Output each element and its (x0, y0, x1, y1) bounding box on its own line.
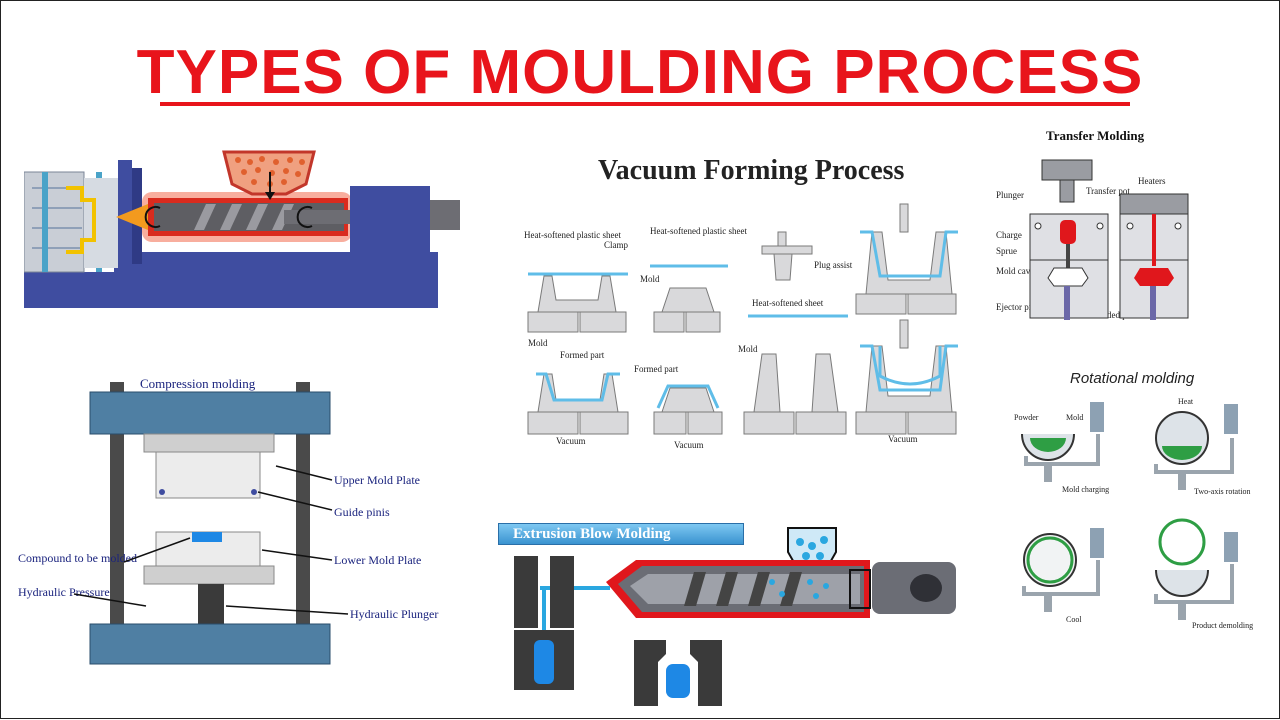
page-title: TYPES OF MOULDING PROCESS (136, 38, 1144, 107)
rotational-molding-diagram: Powder Mold Mold charging Heat Two-axis … (1014, 397, 1253, 630)
injection-molding-diagram (24, 150, 460, 308)
tm-label-sprue: Sprue (996, 246, 1017, 256)
extrusion-blow-molding-banner: Extrusion Blow Molding (498, 523, 744, 545)
vf-label-sheet-3: Heat-softened sheet (752, 298, 824, 308)
vf-label-plug-assist: Plug assist (814, 260, 853, 270)
cm-label-lower-mold-plate: Lower Mold Plate (334, 553, 421, 567)
tm-label-heaters: Heaters (1138, 176, 1166, 186)
tm-label-charge: Charge (996, 230, 1022, 240)
vf-label-clamp: Clamp (604, 240, 628, 250)
vf-label-vacuum-3: Vacuum (888, 434, 918, 444)
vf-label-mold-2: Mold (528, 338, 548, 348)
cm-label-compound: Compound to be molded (18, 551, 137, 565)
rotational-molding-title: Rotational molding (1070, 370, 1195, 387)
rm-label-powder: Powder (1014, 413, 1039, 422)
transfer-molding-title: Transfer Molding (1046, 128, 1145, 143)
tm-label-molded-part: Molded part (1092, 310, 1137, 320)
cm-label-upper-mold-plate: Upper Mold Plate (334, 473, 420, 487)
rm-label-cool: Cool (1066, 615, 1082, 624)
extrusion-blow-molding-title: Extrusion Blow Molding (513, 526, 671, 542)
compression-molding-title: Compression molding (140, 376, 256, 391)
vf-label-formed-part-2: Formed part (634, 364, 679, 374)
rm-label-product-demolding: Product demolding (1192, 621, 1253, 630)
vf-label-formed-part-1: Formed part (560, 350, 605, 360)
rm-label-heat: Heat (1178, 397, 1194, 406)
vf-label-sheet-2: Heat-softened plastic sheet (650, 226, 747, 236)
tm-label-transfer-pot: Transfer pot (1086, 186, 1130, 196)
transfer-molding-diagram: Plunger Transfer pot Heaters Charge Spru… (996, 159, 1189, 320)
title-underline (160, 102, 1130, 106)
vf-label-vacuum-2: Vacuum (674, 440, 704, 450)
cm-label-hydraulic-plunger: Hydraulic Plunger (350, 607, 438, 621)
extrusion-blow-molding-diagram (514, 527, 956, 706)
vf-label-mold-1: Mold (640, 274, 660, 284)
vacuum-forming-diagram: Heat-softened plastic sheet Clamp Heat-s… (524, 203, 958, 450)
cm-label-guide-pins: Guide pinis (334, 505, 390, 519)
rm-label-two-axis-rotation: Two-axis rotation (1194, 487, 1251, 496)
vf-label-sheet-1: Heat-softened plastic sheet (524, 230, 621, 240)
tm-label-mold-cavity: Mold cavity (996, 266, 1040, 276)
vf-label-vacuum-1: Vacuum (556, 436, 586, 446)
vacuum-forming-title: Vacuum Forming Process (598, 155, 905, 186)
tm-label-ejector-pin: Ejector pin (996, 302, 1036, 312)
rm-label-mold: Mold (1066, 413, 1083, 422)
rm-label-mold-charging: Mold charging (1062, 485, 1109, 494)
vf-label-mold-3: Mold (738, 344, 758, 354)
tm-label-plunger: Plunger (996, 190, 1024, 200)
compression-molding-diagram: Upper Mold Plate Guide pinis Compound to… (18, 382, 438, 665)
